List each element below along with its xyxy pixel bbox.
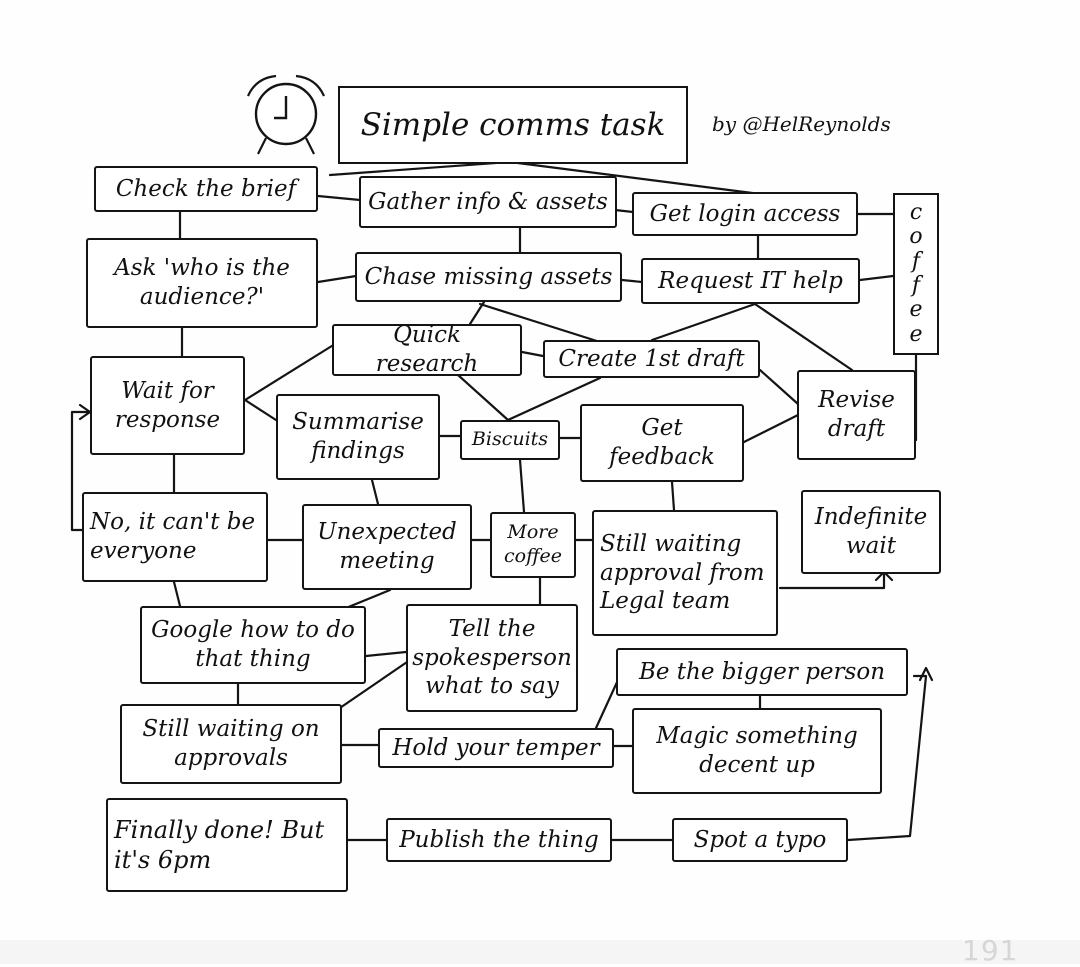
node-wait-for-response: Wait for response	[90, 356, 245, 455]
node-tell-the-spokesperson: Tell the spokesperson what to say	[406, 604, 578, 712]
footer-band	[0, 940, 1080, 964]
node-create-first-draft: Create 1st draft	[543, 340, 760, 378]
page-number: 191	[962, 934, 1019, 967]
node-still-waiting-legal: Still waiting approval from Legal team	[592, 510, 778, 636]
node-still-waiting-approvals: Still waiting on approvals	[120, 704, 342, 784]
node-google-how-to: Google how to do that thing	[140, 606, 366, 684]
node-more-coffee: More coffee	[490, 512, 576, 578]
node-gather-info: Gather info & assets	[359, 176, 617, 228]
node-spot-a-typo: Spot a typo	[672, 818, 848, 862]
node-get-login-access: Get login access	[632, 192, 858, 236]
byline: by @HelReynolds	[712, 112, 891, 136]
coffee-letter: f	[911, 248, 921, 274]
diagram-title: Simple comms task	[338, 86, 688, 164]
coffee-letter: e	[909, 297, 923, 323]
node-be-the-bigger-person: Be the bigger person	[616, 648, 908, 696]
coffee-letter: e	[909, 321, 923, 347]
node-revise-draft: Revise draft	[797, 370, 916, 460]
node-magic-something-decent: Magic something decent up	[632, 708, 882, 794]
alarm-clock-icon	[246, 74, 326, 155]
node-publish-the-thing: Publish the thing	[386, 818, 612, 862]
coffee-letter: c	[909, 200, 923, 226]
node-request-it-help: Request IT help	[641, 258, 860, 304]
node-no-cant-be-everyone: No, it can't be everyone	[82, 492, 268, 582]
node-chase-missing-assets: Chase missing assets	[355, 252, 622, 302]
node-hold-your-temper: Hold your temper	[378, 728, 614, 768]
node-get-feedback: Get feedback	[580, 404, 744, 482]
node-summarise-findings: Summarise findings	[276, 394, 440, 480]
coffee-letter: o	[909, 224, 923, 250]
node-ask-audience: Ask 'who is the audience?'	[86, 238, 318, 328]
node-biscuits: Biscuits	[460, 420, 560, 460]
node-unexpected-meeting: Unexpected meeting	[302, 504, 472, 590]
node-indefinite-wait: Indefinite wait	[801, 490, 941, 574]
node-finally-done: Finally done! But it's 6pm	[106, 798, 348, 892]
node-quick-research: Quick research	[332, 322, 522, 377]
node-check-the-brief: Check the brief	[94, 166, 318, 212]
coffee-letter: f	[911, 273, 921, 299]
